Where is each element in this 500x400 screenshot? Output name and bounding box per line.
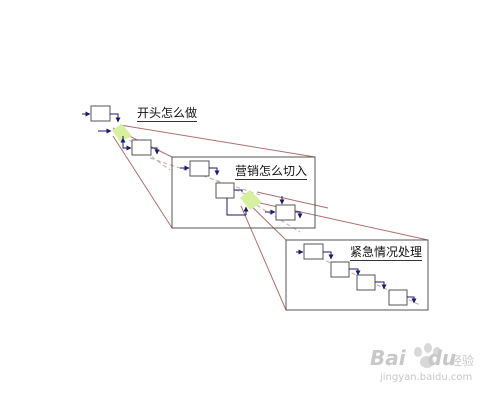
zoom-frame-level3	[285, 239, 429, 311]
level3-box-3	[356, 274, 376, 291]
label-level1: 开头怎么做	[137, 106, 198, 122]
level2-box-3	[275, 204, 296, 221]
watermark-brand-bai: Bai	[370, 346, 406, 370]
paw-watermark-icon	[414, 343, 441, 368]
level3-box-2	[330, 261, 350, 278]
level3-box-1	[303, 243, 324, 260]
watermark-brand-du: du	[427, 346, 457, 370]
level2-flow	[180, 160, 303, 221]
level2-box-1	[189, 160, 210, 177]
highlight-markers	[112, 124, 262, 210]
level1-box-2	[131, 139, 152, 156]
watermark-domain: jingyan.baidu.com	[380, 372, 473, 383]
label-level2: 营销怎么切入	[235, 164, 308, 180]
label-level3: 紧急情况处理	[350, 245, 423, 261]
zoom-frame-level2	[171, 156, 316, 229]
level1-box-1	[90, 105, 111, 122]
level3-box-4	[388, 289, 408, 306]
level2-box-2	[215, 182, 235, 199]
level1-flow	[82, 105, 160, 156]
watermark-suffix: 经验	[450, 354, 475, 368]
level3-flow	[296, 243, 417, 306]
